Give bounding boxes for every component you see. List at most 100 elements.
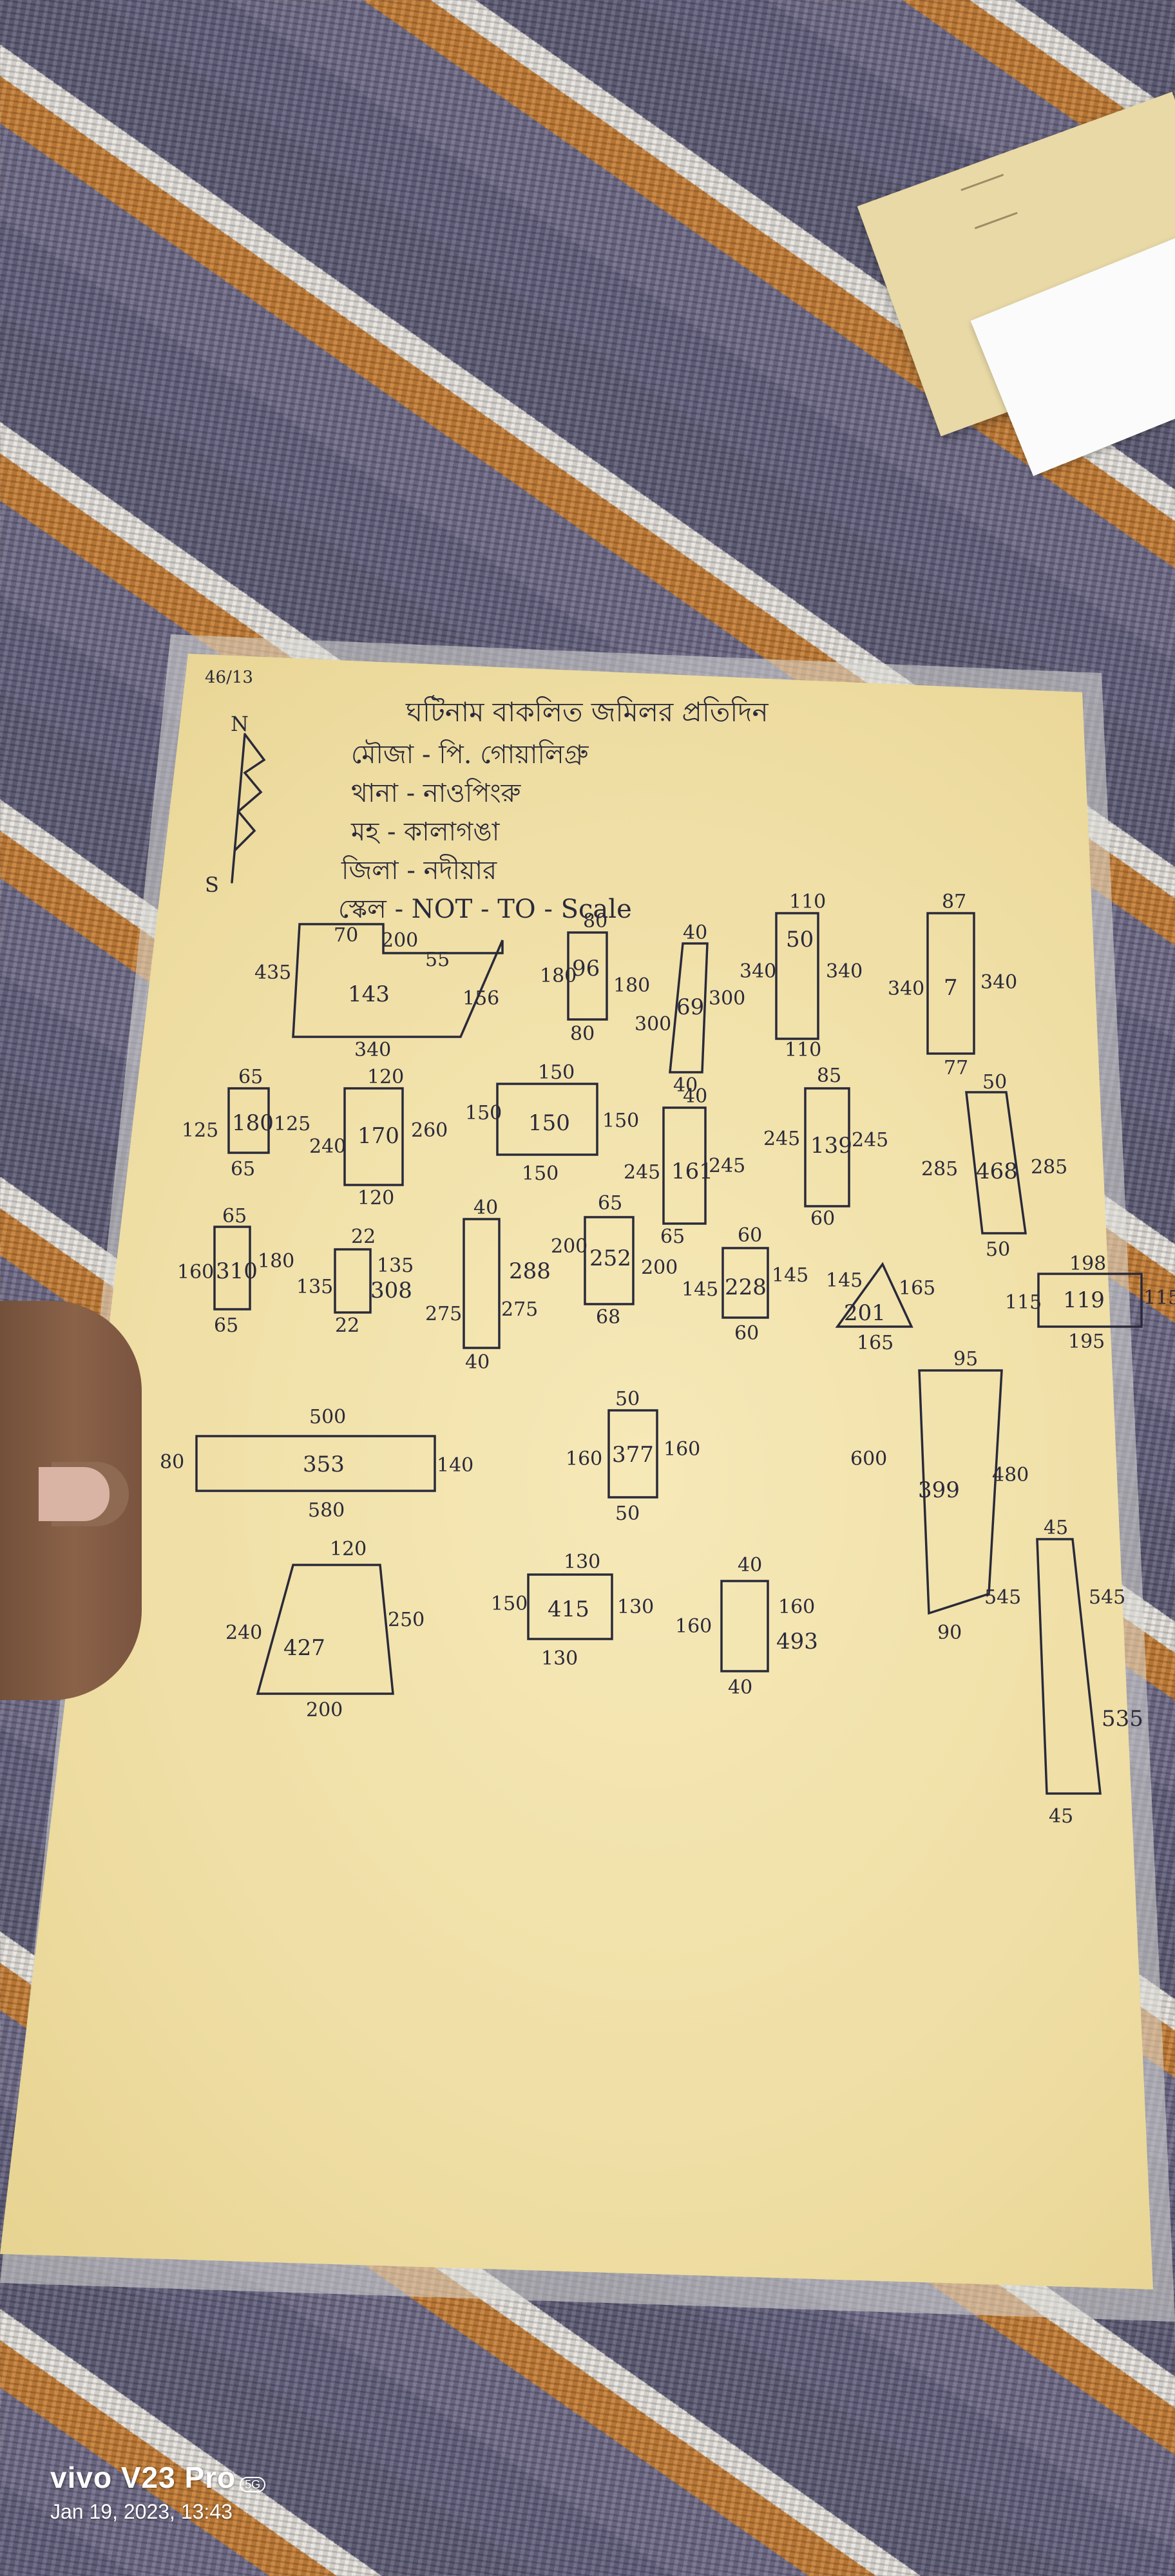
dim-label: 65 — [214, 1314, 238, 1337]
dim-label: 250 — [388, 1609, 425, 1631]
dim-label: 40 — [728, 1676, 752, 1699]
dim-label: 110 — [789, 891, 826, 913]
dim-label: 40 — [683, 922, 707, 944]
dim-label: 145 — [826, 1269, 863, 1292]
plot-id: 308 — [370, 1278, 412, 1303]
plot-143-outline — [292, 923, 504, 1038]
dim-label: 40 — [683, 1085, 707, 1108]
dim-label: 200 — [641, 1256, 678, 1279]
dim-label: 115 — [1005, 1291, 1042, 1314]
plot-468-outline — [965, 1091, 1027, 1235]
dim-label: 65 — [222, 1205, 247, 1227]
dim-label: 600 — [850, 1448, 887, 1470]
dim-label: 160 — [675, 1615, 712, 1638]
plot-288-outline — [463, 1218, 501, 1349]
plot-id: 139 — [810, 1133, 852, 1159]
plot-id: 150 — [528, 1110, 570, 1136]
dim-label: 115 — [1143, 1287, 1175, 1309]
camera-brand: vivo V23 Pro — [50, 2461, 236, 2494]
dim-label: 340 — [980, 971, 1017, 994]
hand — [0, 1301, 142, 1700]
plot-377-outline — [607, 1409, 658, 1499]
plot-id: 119 — [1063, 1287, 1105, 1313]
dim-label: 70 — [334, 924, 358, 947]
plot-399-outline — [918, 1369, 1003, 1615]
dim-label: 275 — [501, 1298, 538, 1321]
dim-label: 65 — [231, 1158, 255, 1180]
plot-id: 228 — [725, 1274, 767, 1300]
dim-label: 545 — [984, 1586, 1021, 1609]
dim-label: 80 — [583, 910, 607, 933]
dim-label: 45 — [1049, 1805, 1073, 1828]
dim-label: 77 — [944, 1057, 968, 1079]
dim-label: 140 — [437, 1454, 473, 1477]
survey-sheet — [0, 654, 1153, 2289]
dim-label: 87 — [942, 891, 966, 913]
dim-label: 80 — [160, 1451, 184, 1473]
dim-label: 22 — [351, 1226, 376, 1248]
dim-label: 200 — [381, 929, 418, 952]
dim-label: 40 — [465, 1351, 490, 1374]
dim-label: 245 — [624, 1161, 660, 1184]
south-label: S — [205, 873, 219, 897]
dim-label: 150 — [491, 1593, 528, 1615]
plot-id: 353 — [303, 1452, 345, 1477]
dim-label: 198 — [1069, 1253, 1106, 1275]
dim-label: 145 — [682, 1278, 718, 1301]
dim-label: 150 — [602, 1110, 639, 1132]
dim-label: 240 — [309, 1135, 346, 1158]
5g-badge: 5G — [240, 2477, 266, 2493]
dim-label: 50 — [615, 1388, 640, 1410]
dim-label: 55 — [425, 949, 450, 971]
header-line2: থানা - নাওপিংরু — [351, 778, 522, 808]
dim-label: 275 — [425, 1303, 462, 1325]
dim-label: 90 — [937, 1622, 962, 1644]
dim-label: 45 — [1044, 1517, 1068, 1539]
plot-id: 69 — [676, 994, 704, 1020]
header-title: ঘটিনাম বাকলিত জমিলর প্ৰতিদিন — [405, 695, 769, 728]
dim-label: 65 — [660, 1226, 685, 1248]
plot-id: 7 — [944, 975, 958, 1001]
dim-label: 110 — [785, 1039, 821, 1061]
dim-label: 60 — [810, 1208, 835, 1230]
north-label: N — [231, 712, 249, 736]
plot-427-outline — [256, 1564, 394, 1695]
plot-161-outline — [662, 1106, 707, 1225]
plot-id: 180 — [232, 1110, 274, 1136]
dim-label: 130 — [564, 1551, 600, 1573]
dim-label: 300 — [709, 987, 745, 1010]
dim-label: 50 — [615, 1502, 640, 1525]
plot-493-outline — [720, 1580, 769, 1672]
plot-69-outline — [669, 942, 709, 1074]
plot-228-outline — [721, 1247, 769, 1319]
page-mark: 46/13 — [205, 668, 253, 687]
dim-label: 65 — [598, 1192, 622, 1215]
plot-id: 399 — [918, 1477, 960, 1503]
header-line1: মৌজা - পি. গোয়ালিগ্ৰু — [351, 739, 589, 770]
dim-label: 120 — [367, 1066, 404, 1088]
plot-7-outline — [926, 912, 975, 1055]
plot-id: 161 — [671, 1159, 713, 1184]
plot-id: 252 — [589, 1245, 631, 1271]
dim-label: 50 — [986, 1238, 1010, 1261]
plot-310-outline — [213, 1226, 251, 1311]
dim-label: 200 — [306, 1699, 343, 1721]
dim-label: 150 — [465, 1102, 502, 1124]
plot-id: 288 — [509, 1258, 551, 1284]
dim-label: 60 — [734, 1322, 759, 1345]
dim-label: 285 — [1031, 1156, 1067, 1179]
dim-label: 165 — [857, 1332, 893, 1354]
dim-label: 260 — [411, 1119, 448, 1142]
dim-label: 125 — [274, 1113, 310, 1135]
plot-id: 415 — [548, 1596, 589, 1622]
thumbnail — [39, 1467, 110, 1521]
dim-label: 120 — [358, 1187, 394, 1209]
dim-label: 340 — [740, 960, 776, 983]
plot-96-outline — [567, 931, 608, 1021]
plot-id: 493 — [776, 1629, 818, 1654]
dim-label: 245 — [852, 1129, 888, 1151]
plot-50-outline — [775, 912, 819, 1040]
dim-label: 60 — [738, 1224, 762, 1247]
